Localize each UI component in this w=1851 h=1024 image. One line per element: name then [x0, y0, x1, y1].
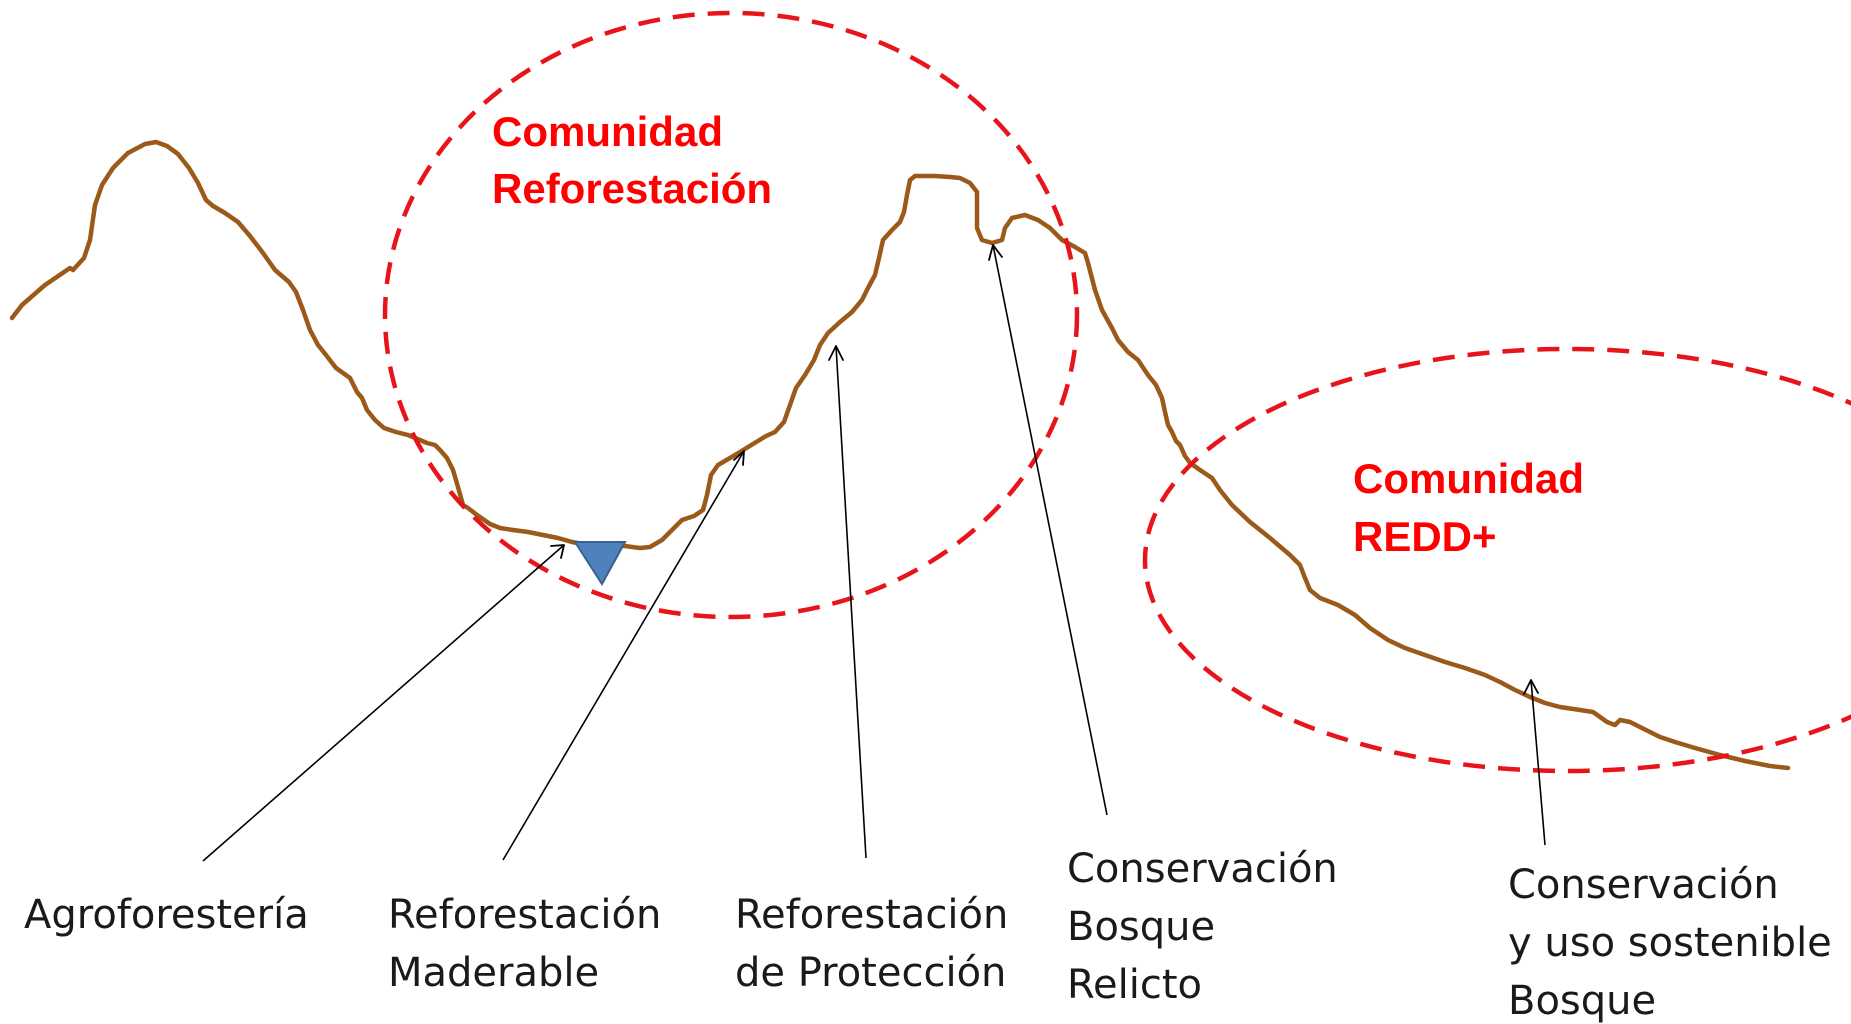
relict-pointer-line: [992, 244, 1108, 816]
agroforestry-arrowhead: [550, 544, 565, 559]
redd-zone-title: Comunidad: [1353, 455, 1584, 502]
agroforestry-pointer-line: [202, 544, 565, 862]
sustainable-caption-line2: y uso sostenible: [1508, 920, 1832, 966]
relict-caption-line2: Bosque: [1067, 904, 1215, 950]
redd-community-zone: [1142, 346, 1851, 774]
reforestation-zone-title: Comunidad: [492, 108, 723, 155]
protection-caption-line1: Reforestación: [735, 892, 1008, 938]
reforestation-community-zone: [382, 10, 1080, 620]
relict-caption-line3: Relicto: [1067, 962, 1202, 1008]
timber-caption-line2: Maderable: [388, 950, 599, 996]
relict-arrowhead: [988, 244, 1003, 261]
agroforestry-caption: Agroforestería: [24, 892, 309, 938]
timber-pointer-line: [502, 450, 745, 861]
relict-caption-line1: Conservación: [1067, 846, 1338, 892]
water-level-triangle-icon: [573, 541, 627, 586]
sustainable-caption-line1: Conservación: [1508, 862, 1779, 908]
timber-arrowhead: [733, 450, 745, 466]
timber-caption-line1: Reforestación: [388, 892, 661, 938]
sustainable-caption-line3: Bosque: [1508, 978, 1656, 1024]
protection-caption-line2: de Protección: [735, 950, 1006, 996]
protection-pointer-line: [835, 345, 867, 859]
sustainable-arrowhead: [1523, 679, 1539, 695]
reforestation-zone-subtitle: Reforestación: [492, 165, 772, 212]
terrain-profile-line: [9, 139, 1791, 771]
redd-zone-subtitle: REDD+: [1353, 513, 1497, 560]
sustainable-pointer-line: [1530, 679, 1546, 846]
protection-arrowhead: [828, 345, 844, 361]
